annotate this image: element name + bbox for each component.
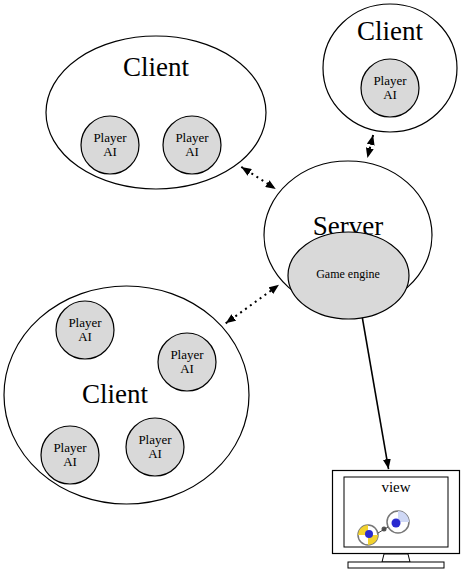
text-holder: Player AI xyxy=(125,417,185,477)
client-ellipse-label: Client xyxy=(123,53,189,83)
client-ellipse-shape xyxy=(323,4,457,132)
player-ai-circle-shape xyxy=(158,333,216,391)
monitor-view: view xyxy=(332,470,460,554)
text-holder: Client xyxy=(357,17,423,47)
text-holder: Player AI xyxy=(40,425,100,485)
monitor-neck xyxy=(382,554,410,562)
game-engine-ellipse-label: Game engine xyxy=(316,268,380,281)
player-ai-circle-label: Player AI xyxy=(64,316,107,345)
screen-illustration xyxy=(358,511,409,545)
player-ai-circle: Player AI xyxy=(55,300,115,360)
text-holder: Player AI xyxy=(360,58,420,118)
client-ellipse-label: Client xyxy=(82,380,148,410)
player-ai-circle-shape xyxy=(81,116,139,174)
player-ai-circle-label: Player AI xyxy=(166,348,209,377)
player-ai-circle-label: Player AI xyxy=(49,441,92,470)
text-holder: Player AI xyxy=(55,300,115,360)
text-holder: Client xyxy=(123,53,189,83)
game-engine-ellipse: Game engine xyxy=(287,231,410,320)
client-ellipse: ClientPlayer AI Player AI xyxy=(45,35,267,190)
text-holder: Game engine xyxy=(287,231,410,320)
player-ai-circle-shape xyxy=(41,426,99,484)
text-holder: view xyxy=(381,479,410,496)
message-link xyxy=(367,135,373,158)
player-ai-circle-shape xyxy=(163,116,221,174)
monitor-frame xyxy=(333,471,460,554)
text-holder: Client xyxy=(82,380,148,410)
message-link xyxy=(241,167,275,189)
player-ai-circle-shape xyxy=(126,418,184,476)
display-link xyxy=(361,310,389,469)
message-link xyxy=(226,285,279,324)
text-holder: Player AI xyxy=(157,332,217,392)
player-ai-circle-shape xyxy=(56,301,114,359)
player-ai-circle-label: Player AI xyxy=(134,433,177,462)
player-ai-circle: Player AI xyxy=(360,58,420,118)
player-ai-circle-shape xyxy=(361,59,419,117)
server-ellipse: ServerGame engine xyxy=(263,160,433,310)
client-ellipse-shape xyxy=(4,286,249,504)
player-ai-circle-label: Player AI xyxy=(369,74,412,103)
text-holder: Player AI xyxy=(80,115,140,175)
player-ai-circle-label: Player AI xyxy=(89,131,132,160)
player-ai-circle: Player AI xyxy=(80,115,140,175)
player-ai-circle: Player AI xyxy=(162,115,222,175)
player-ai-circle: Player AI xyxy=(157,332,217,392)
player-ai-circle-label: Player AI xyxy=(171,131,214,160)
player-ai-circle: Player AI xyxy=(40,425,100,485)
player-ai-circle: Player AI xyxy=(125,417,185,477)
monitor-base xyxy=(348,562,444,568)
monitor-screen xyxy=(344,477,448,547)
game-engine-ellipse-shape xyxy=(288,232,409,319)
client-ellipse-shape xyxy=(46,36,266,189)
client-ellipse: ClientPlayer AI xyxy=(322,3,458,133)
text-holder: Player AI xyxy=(162,115,222,175)
monitor-view-label: view xyxy=(381,479,410,496)
client-ellipse: ClientPlayer AIPlayer AIPlayer AIPlayer … xyxy=(3,285,250,505)
client-ellipse-label: Client xyxy=(357,17,423,47)
